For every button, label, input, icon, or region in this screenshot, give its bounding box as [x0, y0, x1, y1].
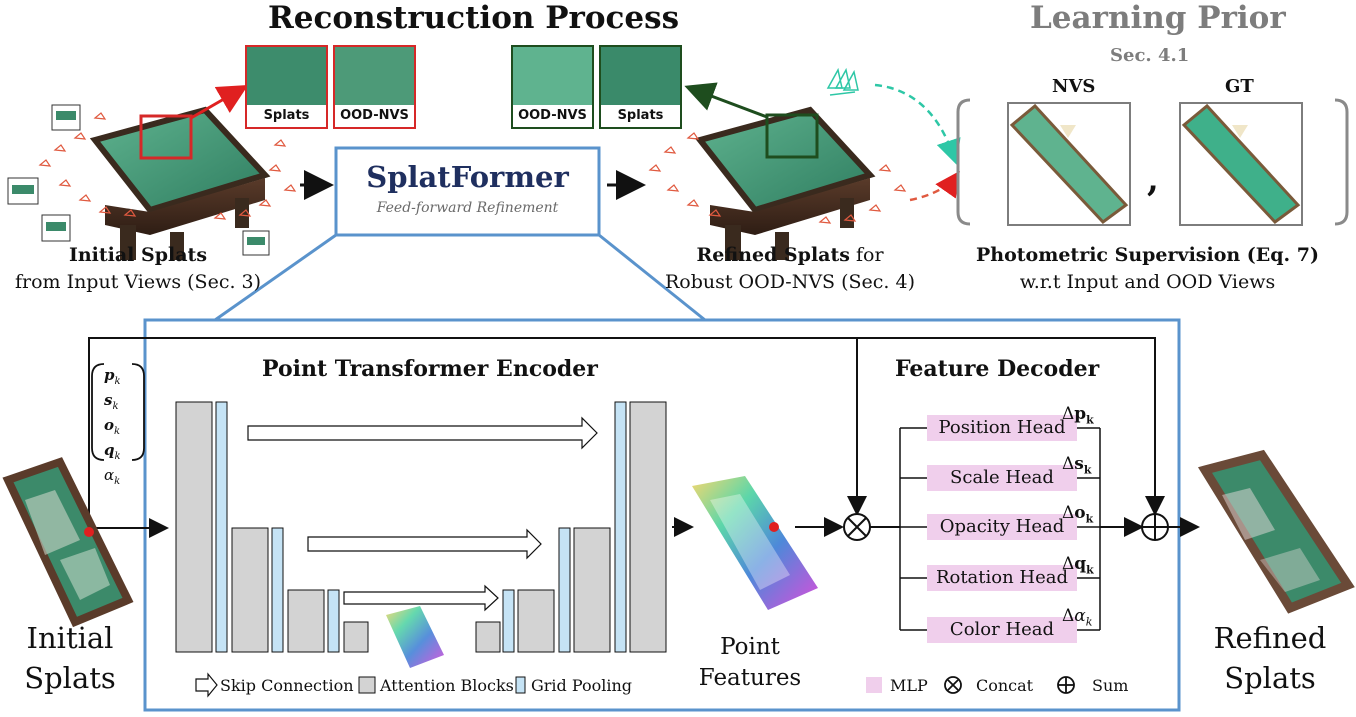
legend-attention-label: Attention Blocks	[380, 676, 514, 695]
refined-splats-caption: Refined Splats for Robust OOD-NVS (Sec. …	[664, 244, 916, 293]
legend-mlp-label: MLP	[890, 676, 928, 695]
sum-legend-icon	[1057, 676, 1075, 694]
thumb-label: Splats	[601, 105, 680, 127]
decoder-title: Feature Decoder	[895, 356, 1100, 382]
learning-prior-title: Learning Prior	[1030, 0, 1286, 36]
nvs-image	[1007, 102, 1131, 226]
splatformer-title: SplatFormer	[366, 160, 569, 194]
concat-operator	[843, 513, 871, 541]
splatformer-box	[334, 146, 601, 237]
thumb-label: OOD-NVS	[513, 105, 592, 127]
splat-parameters: pk sk ok qk αk	[104, 366, 121, 487]
gt-image	[1179, 102, 1303, 226]
color-head: Color Head	[927, 617, 1077, 643]
legend-sum-label: Sum	[1092, 676, 1129, 695]
position-head: Position Head	[927, 415, 1077, 441]
point-features-cloud	[692, 476, 818, 610]
initial-splats-render	[7, 85, 297, 260]
thumb-oodnvs-initial: OOD-NVS	[333, 45, 416, 129]
thumb-label: Splats	[247, 105, 326, 127]
decoder-connections	[899, 427, 1101, 631]
concat-legend-icon	[944, 676, 962, 694]
delta-color: Δαk	[1062, 606, 1093, 629]
delta-scale: Δsk	[1062, 454, 1092, 477]
legend-pooling-label: Grid Pooling	[531, 676, 633, 695]
encoder-point-cloud	[386, 606, 444, 668]
thumb-oodnvs-refined: OOD-NVS	[511, 45, 594, 129]
scale-head: Scale Head	[927, 465, 1077, 491]
gt-label: GT	[1225, 76, 1254, 97]
supervision-caption: Photometric Supervision (Eq. 7) w.r.t In…	[976, 244, 1319, 293]
splatformer-subtitle: Feed-forward Refinement	[376, 200, 559, 216]
legend-concat-label: Concat	[976, 676, 1034, 695]
attention-legend-icon	[358, 676, 376, 694]
refined-splats-render	[648, 67, 961, 260]
legend-skip-label: Skip Connection	[220, 676, 354, 695]
delta-opacity: Δok	[1062, 503, 1094, 526]
initial-splats-input-render	[2, 457, 134, 628]
reconstruction-title: Reconstruction Process	[268, 0, 680, 36]
initial-splats-caption: Initial Splats from Input Views (Sec. 3)	[14, 244, 262, 293]
thumb-label: OOD-NVS	[335, 105, 414, 127]
rotation-head: Rotation Head	[927, 565, 1077, 591]
thumb-splats-initial: Splats	[245, 45, 328, 129]
skip-connection-arrows	[247, 416, 598, 612]
encoder-blocks	[175, 401, 667, 653]
encoder-title: Point Transformer Encoder	[262, 356, 598, 382]
prior-section-ref: Sec. 4.1	[1110, 45, 1190, 66]
sum-operator	[1141, 513, 1169, 541]
mlp-legend-icon	[866, 677, 882, 693]
delta-rotation: Δqk	[1062, 554, 1094, 577]
pooling-legend-icon	[515, 676, 526, 694]
thumb-splats-refined: Splats	[599, 45, 682, 129]
skip-legend-icon	[195, 672, 218, 698]
delta-position: Δpk	[1062, 404, 1094, 427]
refined-splats-output-render	[1197, 449, 1355, 614]
opacity-head: Opacity Head	[927, 514, 1077, 540]
architecture-frame	[143, 318, 1181, 712]
pair-comma: ,	[1147, 160, 1159, 200]
nvs-label: NVS	[1052, 76, 1096, 97]
